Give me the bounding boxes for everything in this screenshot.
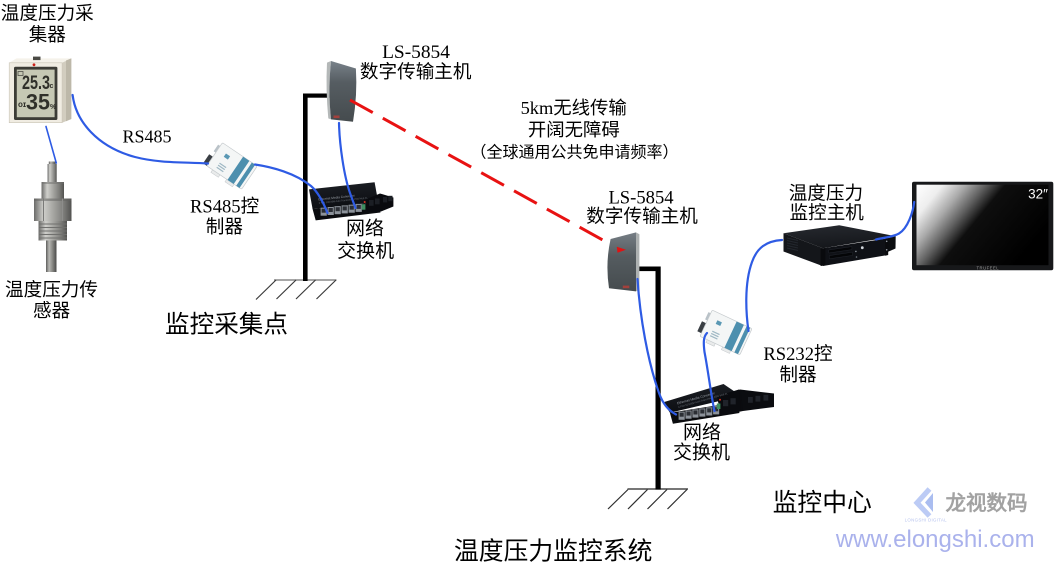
svg-text:监控采集点: 监控采集点 [165,311,288,339]
svg-text:RS485控: RS485控 [190,197,259,218]
svg-text:制器: 制器 [779,365,817,386]
svg-text:RS232控: RS232控 [763,344,832,365]
svg-text:32″: 32″ [1028,187,1048,202]
svg-text:www.elongshi.com: www.elongshi.com [835,526,1035,553]
svg-text:温度压力传: 温度压力传 [5,280,98,301]
svg-text:集器: 集器 [29,25,67,46]
svg-text:网络: 网络 [346,218,384,240]
svg-text:监控中心: 监控中心 [773,489,872,517]
svg-text:RS485: RS485 [122,127,171,147]
svg-text:LONGSHI DIGITAL: LONGSHI DIGITAL [905,518,947,523]
svg-text:oɪ: oɪ [18,100,26,109]
svg-text:6 Port 10/100M Auto Transceive: 6 Port 10/100M Auto Transceiver 25W Mod … [319,197,369,205]
svg-text:TRUFEEL: TRUFEEL [977,265,1000,270]
svg-text:温度压力采: 温度压力采 [1,4,94,25]
svg-text:Ethernet Media Converter: Ethernet Media Converter [318,193,356,201]
svg-text:c: c [50,83,54,90]
svg-text:%: % [50,104,57,111]
svg-text:25.3: 25.3 [22,73,50,94]
svg-text:交换机: 交换机 [337,240,394,262]
svg-text:5km无线传输: 5km无线传输 [521,98,627,118]
svg-text:LS-5854: LS-5854 [608,188,673,209]
svg-text:LS-5854: LS-5854 [382,42,450,63]
svg-text:龙视数码: 龙视数码 [946,491,1028,515]
svg-text:温度压力: 温度压力 [789,184,863,205]
svg-text:交换机: 交换机 [673,442,730,464]
svg-text:35: 35 [26,90,50,115]
svg-text:温度压力监控系统: 温度压力监控系统 [454,538,652,566]
svg-text:开阔无障碍: 开阔无障碍 [528,120,620,140]
svg-text:制器: 制器 [206,217,244,238]
svg-text:网络: 网络 [683,422,721,444]
svg-text:感器: 感器 [33,301,71,322]
svg-text:数字传输主机: 数字传输主机 [360,62,472,83]
svg-text:（全球通用公共免申请频率）: （全球通用公共免申请频率） [470,144,678,162]
svg-text:监控主机: 监控主机 [790,203,865,224]
svg-text:数字传输主机: 数字传输主机 [586,207,698,228]
